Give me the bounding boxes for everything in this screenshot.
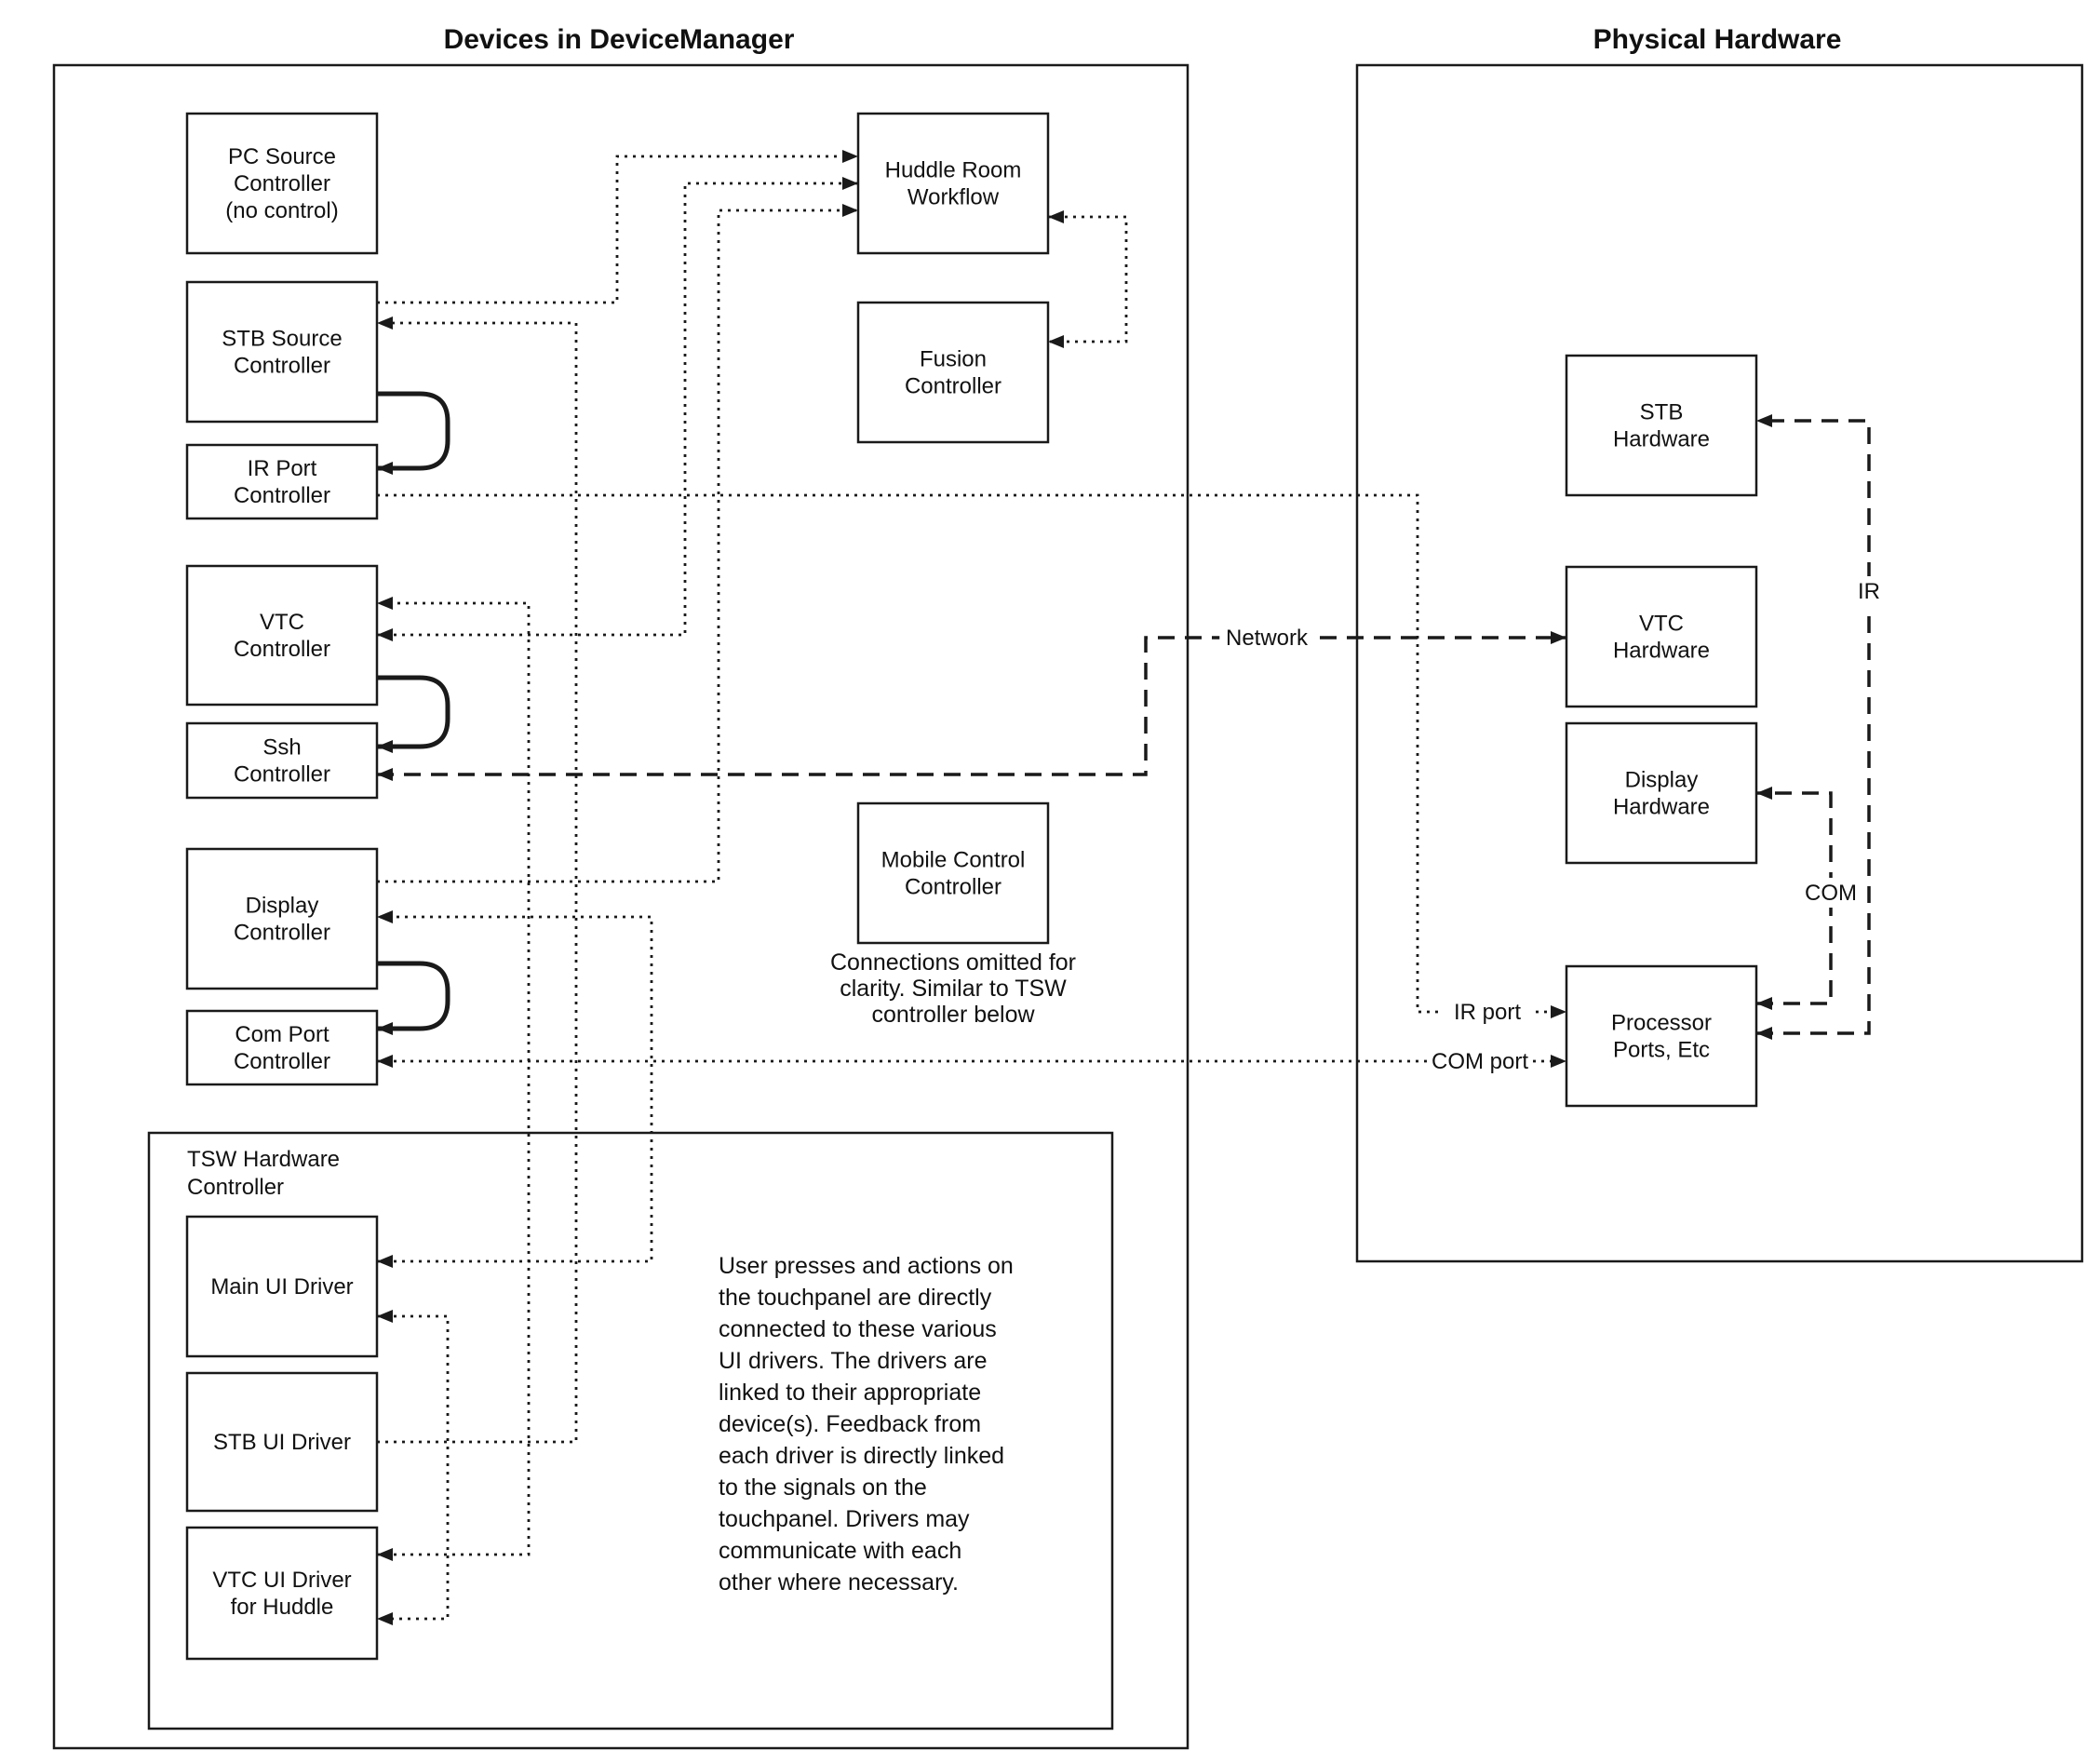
edge-vtc-ui-to-vtc-controller bbox=[377, 601, 531, 1556]
edge-processor-com-to-display-hardware bbox=[1756, 791, 1833, 1005]
section-title-physical-hardware: Physical Hardware bbox=[1593, 24, 1842, 55]
node-stb-ui-driver bbox=[185, 1371, 379, 1513]
edge-main-ui-to-display-controller-arrowhead-end bbox=[377, 910, 393, 923]
edge-ssh-network-to-vtc-hardware-arrowhead-end bbox=[1551, 631, 1566, 644]
edge-ir-port-to-processor-arrowhead-end bbox=[1551, 1005, 1566, 1018]
node-vtc-ui-driver bbox=[185, 1526, 379, 1661]
edge-main-ui-to-vtc-ui-comm-arrowhead-start bbox=[377, 1310, 393, 1323]
node-label-stb-ui-driver: STB UI Driver bbox=[213, 1430, 351, 1455]
edge-processor-ir-to-stb-hardware-arrowhead-start bbox=[1756, 1027, 1772, 1040]
edge-huddle-to-fusion-arrowhead-start bbox=[1048, 210, 1064, 223]
edge-stb-ui-to-stb-source-arrowhead-end bbox=[377, 316, 393, 330]
edge-stb-source-to-ir-port bbox=[377, 391, 450, 471]
edge-display-to-huddle-arrowhead-end bbox=[842, 204, 858, 217]
edge-huddle-to-fusion bbox=[1048, 215, 1128, 343]
node-main-ui-driver bbox=[185, 1215, 379, 1358]
edge-huddle-to-fusion-arrowhead-end bbox=[1048, 335, 1064, 348]
section-title-device-manager: Devices in DeviceManager bbox=[444, 24, 795, 55]
edge-stb-source-to-ir-port-arrowhead-end bbox=[377, 462, 393, 475]
edge-stb-ui-to-stb-source bbox=[377, 321, 578, 1444]
edge-label-ir: IR bbox=[1858, 579, 1880, 604]
node-display-hardware bbox=[1565, 721, 1758, 865]
edge-vtc-ui-to-vtc-controller-arrowhead-start bbox=[377, 1548, 393, 1561]
edge-vtc-to-huddle bbox=[377, 182, 858, 637]
edge-stb-source-to-huddle bbox=[377, 155, 858, 304]
edge-vtc-ui-to-vtc-controller-arrowhead-end bbox=[377, 597, 393, 610]
edge-vtc-to-huddle-arrowhead-end bbox=[842, 177, 858, 190]
node-processor-ports bbox=[1565, 964, 1758, 1108]
section-physical-hardware bbox=[1355, 63, 2084, 1263]
edge-display-to-com-port bbox=[377, 961, 450, 1031]
edge-processor-com-to-display-hardware-arrowhead-end bbox=[1756, 787, 1772, 800]
edge-processor-ir-to-stb-hardware-arrowhead-end bbox=[1756, 414, 1772, 427]
edge-main-ui-to-display-controller-arrowhead-start bbox=[377, 1255, 393, 1268]
edge-com-port-to-processor-arrowhead-end bbox=[1551, 1055, 1566, 1068]
edge-display-to-com-port-arrowhead-end bbox=[377, 1022, 393, 1035]
edge-processor-ir-to-stb-hardware bbox=[1756, 419, 1871, 1035]
edge-label-bg-ir-port bbox=[1440, 997, 1535, 1027]
edge-label-network: Network bbox=[1226, 626, 1309, 651]
edge-vtc-to-huddle-arrowhead-start bbox=[377, 628, 393, 641]
section-device-manager bbox=[52, 63, 1190, 1750]
edge-vtc-to-ssh bbox=[377, 675, 450, 749]
edge-ssh-network-to-vtc-hardware-arrowhead-start bbox=[377, 768, 393, 781]
edge-label-bg-com-port bbox=[1427, 1046, 1533, 1076]
edge-vtc-to-ssh-arrowhead-end bbox=[377, 740, 393, 753]
edge-ssh-network-to-vtc-hardware bbox=[377, 636, 1566, 776]
node-ssh-controller bbox=[185, 721, 379, 800]
edge-com-port-to-processor-arrowhead-start bbox=[377, 1055, 393, 1068]
node-stb-hardware bbox=[1565, 354, 1758, 497]
node-com-port-controller bbox=[185, 1009, 379, 1086]
node-vtc-controller bbox=[185, 564, 379, 707]
node-huddle-room-workflow bbox=[856, 112, 1050, 255]
node-label-main-ui-driver: Main UI Driver bbox=[210, 1274, 353, 1299]
edge-main-ui-to-vtc-ui-comm bbox=[377, 1314, 450, 1621]
node-ir-port-controller bbox=[185, 443, 379, 520]
edge-display-to-huddle bbox=[377, 209, 858, 883]
node-fusion-controller bbox=[856, 301, 1050, 444]
node-vtc-hardware bbox=[1565, 565, 1758, 708]
edge-main-ui-to-display-controller bbox=[377, 915, 653, 1263]
edge-processor-com-to-display-hardware-arrowhead-start bbox=[1756, 997, 1772, 1010]
edge-label-bg-network bbox=[1219, 623, 1314, 653]
edge-stb-source-to-huddle-arrowhead-end bbox=[842, 150, 858, 163]
node-display-controller bbox=[185, 847, 379, 990]
node-stb-source-controller bbox=[185, 280, 379, 424]
edge-label-ir-port: IR port bbox=[1454, 1000, 1521, 1025]
edge-label-bg-com bbox=[1807, 878, 1855, 908]
node-pc-source-controller bbox=[185, 112, 379, 255]
container-tsw-hardware-controller bbox=[147, 1131, 1114, 1730]
edge-label-bg-ir bbox=[1850, 576, 1888, 606]
edge-main-ui-to-vtc-ui-comm-arrowhead-end bbox=[377, 1612, 393, 1625]
node-mobile-control-controller bbox=[856, 801, 1050, 945]
edge-label-com-port: COM port bbox=[1432, 1049, 1528, 1074]
edge-label-com: COM bbox=[1805, 881, 1857, 906]
edge-ir-port-to-processor bbox=[377, 493, 1566, 1014]
